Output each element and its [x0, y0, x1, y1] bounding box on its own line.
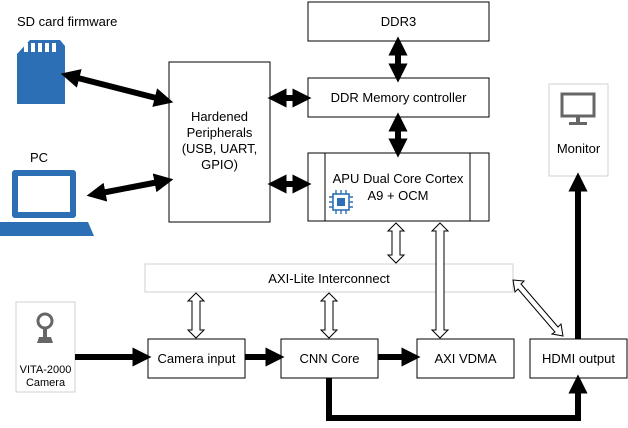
ddr-controller-label: DDR Memory controller: [331, 90, 467, 105]
camera-input-block: [147, 338, 246, 379]
sd-card-icon: [17, 40, 65, 104]
axi-vdma-block: [416, 338, 515, 379]
axi-lite-cnn-core-bus-arrow: [319, 292, 339, 339]
apu-line-2: A9 + OCM: [367, 188, 428, 203]
axi-lite-hdmi-bus-arrow: [512, 279, 564, 337]
hdmi-output-label: HDMI output: [542, 351, 615, 366]
apu-block: [307, 152, 490, 222]
vita-camera-line-1: VITA-2000: [20, 364, 72, 376]
hdmi-output-block: [529, 338, 628, 379]
monitor-label: Monitor: [557, 141, 601, 156]
cnn-core-label: CNN Core: [300, 351, 360, 366]
laptop-icon: [0, 170, 94, 236]
hardened-line-1: Hardened: [191, 109, 248, 124]
sd-to-peripherals-arrow: [60, 69, 174, 107]
axi-bus-arrows: [186, 222, 564, 339]
cpu-chip-icon: [329, 190, 353, 214]
monitor-icon: [560, 92, 596, 125]
hardened-line-2: Peripherals: [187, 125, 253, 140]
apu-axi-lite-bus-arrow: [386, 222, 406, 264]
pc-label: PC: [30, 150, 48, 165]
vita-camera-block: [15, 301, 76, 393]
hardened-line-4: GPIO): [201, 157, 238, 172]
camera-input-label: Camera input: [157, 351, 235, 366]
apu-vdma-bus-arrow: [430, 222, 450, 339]
cnn-core-block: [280, 338, 379, 379]
axi-lite-camera-input-bus-arrow: [186, 292, 206, 339]
pc-to-peripherals-arrow: [86, 173, 174, 202]
monitor-block: [548, 83, 609, 177]
axi-lite-label: AXI-Lite Interconnect: [268, 271, 390, 286]
hardened-line-3: (USB, UART,: [182, 141, 258, 156]
vita-camera-line-2: Camera: [26, 377, 66, 389]
hardened-peripherals-block: [168, 61, 271, 223]
cnn-to-hdmi-arrow: [326, 374, 588, 421]
camera-icon: [36, 312, 54, 343]
ddr3-label: DDR3: [381, 14, 416, 29]
sd-card-label: SD card firmware: [17, 14, 117, 29]
apu-line-1: APU Dual Core Cortex: [333, 171, 464, 186]
axi-vdma-label: AXI VDMA: [434, 351, 496, 366]
axi-lite-interconnect-block: [144, 263, 514, 293]
